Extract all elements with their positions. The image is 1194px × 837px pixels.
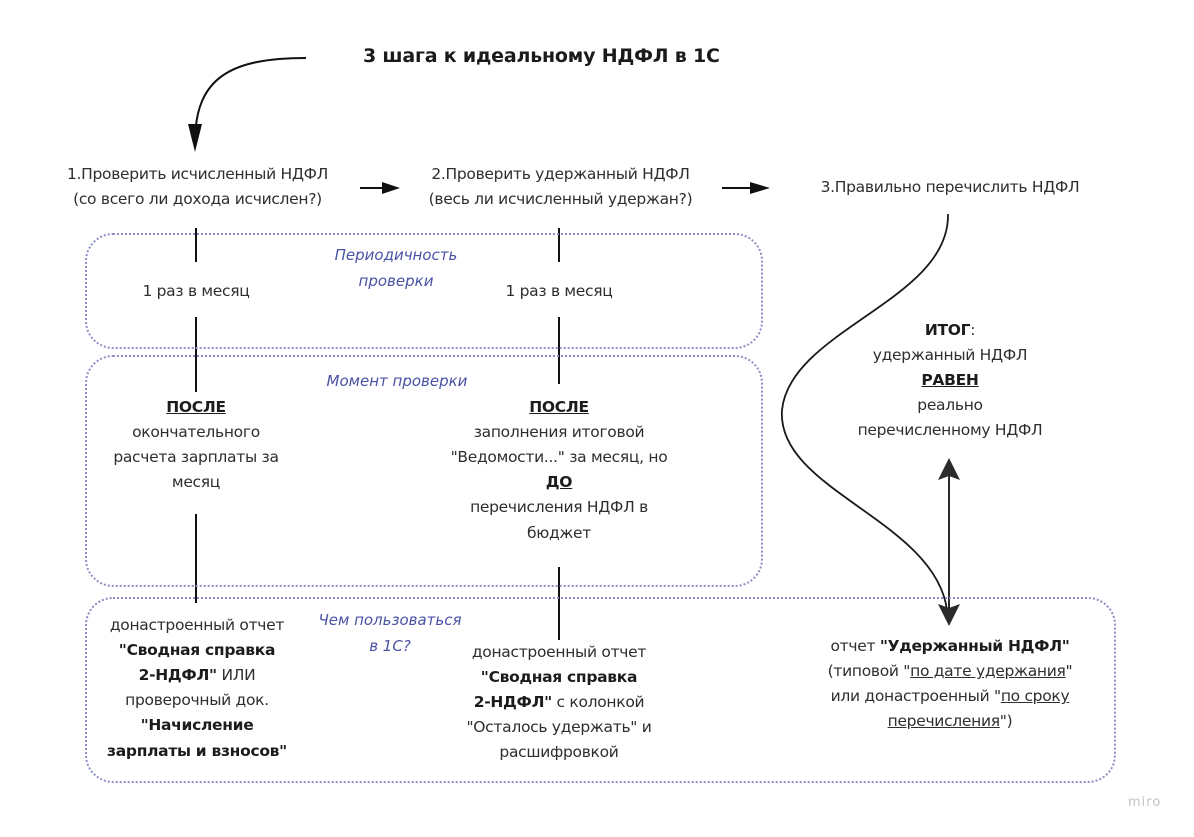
moment-col1: ПОСЛЕ окончательного расчета зарплаты за…	[86, 395, 306, 495]
diagram-title: 3 шага к идеальному НДФЛ в 1С	[363, 45, 720, 67]
tools-col3-line: отчет "Удержанный НДФЛ"	[790, 634, 1110, 659]
tools-col1-line: донастроенный отчет	[109, 616, 285, 634]
periodicity-col2: 1 раз в месяц	[505, 282, 613, 300]
report-variant: перечисления	[887, 712, 1000, 731]
tools-col3-text: или донастроенный "	[830, 687, 1001, 706]
periodicity-box	[85, 233, 763, 349]
tools-col3-text: ")	[999, 712, 1013, 731]
moment-label: Момент проверки	[326, 372, 468, 390]
tools-col3-text: отчет	[830, 637, 880, 655]
report-variant: по сроку	[1000, 687, 1070, 706]
step-2-line1: 2.Проверить удержанный НДФЛ	[431, 165, 690, 183]
title-arrowhead-icon	[188, 124, 202, 152]
moment-col1-line: месяц	[171, 473, 221, 492]
moment-col1-line: расчета зарплаты за	[113, 448, 279, 467]
tools-label: Чем пользоваться в 1С?	[290, 607, 490, 660]
tools-col2-line: расшифровкой	[499, 743, 619, 762]
periodicity-col1: 1 раз в месяц	[142, 282, 250, 300]
report-name: 2-НДФЛ"	[473, 693, 553, 712]
result-equals: РАВЕН	[921, 371, 979, 390]
tools-col1: донастроенный отчет "Сводная справка 2-Н…	[86, 613, 308, 764]
moment-col1-line: окончательного	[132, 423, 260, 442]
tools-col3-line: перечисления")	[790, 709, 1110, 734]
tools-label-line2: в 1С?	[369, 637, 411, 656]
step-2: 2.Проверить удержанный НДФЛ (весь ли исч…	[393, 162, 728, 212]
periodicity-label-line2: проверки	[358, 272, 434, 291]
report-name: "Сводная справка	[118, 641, 276, 660]
report-name: "Сводная справка	[480, 668, 638, 687]
moment-col2-line: заполнения итоговой	[473, 423, 645, 442]
step3-s-curve-connector	[781, 213, 949, 611]
moment-col2-heading2: ДО	[545, 473, 573, 492]
arrowhead-icon	[382, 182, 400, 194]
arrowhead-up-icon	[938, 458, 960, 480]
tools-col2-line: 2-НДФЛ" с колонкой	[434, 690, 684, 715]
result-line: перечисленному НДФЛ	[857, 421, 1043, 440]
moment-col2: ПОСЛЕ заполнения итоговой "Ведомости..."…	[424, 395, 694, 546]
moment-col2-heading: ПОСЛЕ	[529, 398, 589, 416]
arrowhead-icon	[750, 182, 770, 194]
result-line: удержанный НДФЛ	[872, 346, 1028, 365]
tools-col3-line: или донастроенный "по сроку	[790, 684, 1110, 709]
result-heading: ИТОГ	[924, 321, 971, 339]
tools-col3: отчет "Удержанный НДФЛ" (типовой "по дат…	[790, 634, 1110, 734]
step-2-line2: (весь ли исчисленный удержан?)	[428, 190, 693, 209]
moment-col2-line: перечисления НДФЛ в	[470, 498, 648, 517]
step-3-line1: 3.Правильно перечислить НДФЛ	[820, 178, 1080, 196]
document-name: зарплаты и взносов"	[107, 741, 287, 760]
tools-box	[85, 597, 1116, 783]
tools-col3-text: (типовой "	[827, 662, 911, 681]
miro-watermark: miro	[1128, 795, 1162, 810]
result-colon: :	[970, 321, 976, 339]
tools-col1-line: проверочный док.	[125, 691, 269, 710]
tools-col2-line: "Осталось удержать" и	[466, 718, 652, 737]
result-heading-line: ИТОГ:	[820, 318, 1080, 343]
step-1-line1: 1.Проверить исчисленный НДФЛ	[66, 165, 329, 183]
moment-col2-line: "Ведомости..." за месяц, но	[450, 448, 668, 467]
step-1: 1.Проверить исчисленный НДФЛ (со всего л…	[30, 162, 365, 212]
document-name: "Начисление	[140, 716, 254, 735]
result-line: реально	[917, 396, 983, 415]
tools-label-line1: Чем пользоваться	[318, 611, 462, 629]
report-name: 2-НДФЛ"	[138, 666, 218, 685]
tools-col3-text: "	[1065, 662, 1073, 681]
moment-col1-heading: ПОСЛЕ	[166, 398, 226, 416]
tools-col2-line: донастроенный отчет	[471, 643, 647, 661]
tools-col1-line: 2-НДФЛ" ИЛИ	[86, 663, 308, 688]
tools-col1-text: ИЛИ	[216, 666, 256, 685]
periodicity-label-line1: Периодичность	[334, 246, 458, 264]
tools-col3-line: (типовой "по дате удержания"	[790, 659, 1110, 684]
result-block: ИТОГ: удержанный НДФЛ РАВЕН реально пере…	[820, 318, 1080, 444]
moment-col2-line: бюджет	[526, 523, 592, 542]
report-variant: по дате удержания	[910, 662, 1066, 681]
tools-col2-text: с колонкой	[551, 693, 645, 712]
step-3: 3.Правильно перечислить НДФЛ	[785, 175, 1115, 200]
report-name: "Удержанный НДФЛ"	[879, 637, 1070, 655]
periodicity-label: Периодичность проверки	[296, 242, 496, 295]
title-to-step1-arrow	[194, 57, 307, 141]
step-1-line2: (со всего ли дохода исчислен?)	[73, 190, 322, 209]
tools-col2: донастроенный отчет "Сводная справка 2-Н…	[434, 640, 684, 766]
moment-box	[85, 355, 763, 587]
arrowhead-down-icon	[938, 604, 960, 626]
